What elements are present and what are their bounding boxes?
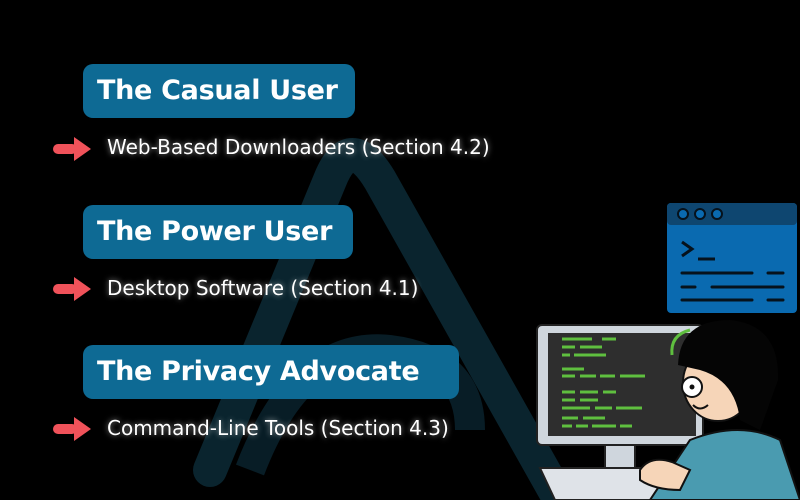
group-title-power-user: The Power User (83, 205, 353, 259)
terminal-window-icon (667, 203, 797, 313)
recommendation-web-downloaders: Web-Based Downloaders (Section 4.2) (107, 135, 490, 159)
programmer-person (639, 320, 800, 500)
arrow-right-icon (53, 417, 91, 441)
recommendation-desktop-software: Desktop Software (Section 4.1) (107, 276, 419, 300)
recommendation-command-line-tools: Command-Line Tools (Section 4.3) (107, 416, 449, 440)
arrow-right-icon (53, 137, 91, 161)
group-title-casual-user: The Casual User (83, 64, 355, 118)
arrow-right-icon (53, 277, 91, 301)
group-title-privacy-advocate: The Privacy Advocate (83, 345, 459, 399)
